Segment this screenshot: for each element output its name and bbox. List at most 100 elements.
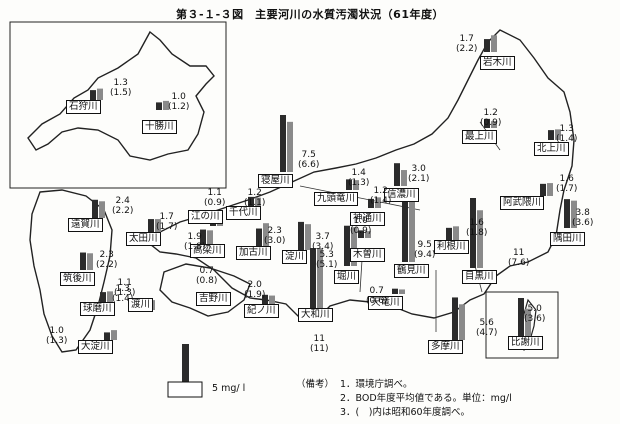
river-label-15: 高梁川 bbox=[190, 244, 225, 258]
river-label-29: 大和川 bbox=[298, 308, 333, 322]
bar-60-11 bbox=[305, 224, 311, 250]
bar-61-25 bbox=[104, 332, 110, 340]
value-60: (0.9) bbox=[350, 226, 372, 236]
value-60: (1.1) bbox=[244, 198, 266, 208]
bar-61-18 bbox=[344, 225, 350, 266]
value-61: 9.5 bbox=[417, 240, 432, 250]
value-61: 0.7 bbox=[199, 266, 214, 276]
bar-61-6 bbox=[280, 115, 286, 172]
river-value-5: 1.6(1.7) bbox=[556, 174, 577, 194]
value-61: 3.7 bbox=[315, 232, 330, 242]
scale-label: 5 mg/ l bbox=[212, 383, 246, 394]
bar-60-17 bbox=[365, 231, 371, 238]
value-61: 1.7 bbox=[159, 212, 174, 222]
river-label-9: 神通川 bbox=[350, 212, 385, 226]
value-61: 2.3 bbox=[99, 250, 114, 260]
value-61: 7.5 bbox=[301, 150, 316, 160]
value-60: (1.9) bbox=[244, 290, 266, 300]
value-60: (2.1) bbox=[408, 174, 430, 184]
bar-61-8 bbox=[394, 163, 400, 186]
bar-61-3 bbox=[484, 118, 490, 128]
river-label-26: 渡川 bbox=[128, 298, 154, 312]
bar-61-5 bbox=[540, 183, 546, 196]
river-value-31: 5.6(4.7) bbox=[476, 318, 497, 338]
value-60: (2.2) bbox=[456, 44, 478, 54]
bar-61-0 bbox=[484, 39, 490, 52]
value-60: (1.8) bbox=[466, 228, 488, 238]
bar-60-6 bbox=[287, 121, 293, 172]
bar-61-29 bbox=[310, 248, 316, 318]
river-label-21: 鶴見川 bbox=[394, 264, 429, 278]
value-61: 1.7 bbox=[459, 34, 474, 44]
river-value-27: 0.7(0.8) bbox=[196, 266, 217, 286]
bar-60-31 bbox=[459, 304, 465, 340]
bar-61-17 bbox=[358, 230, 364, 238]
bar-61-10 bbox=[248, 196, 254, 206]
okinawa-inset-frame bbox=[485, 291, 559, 359]
bar-61-14 bbox=[148, 219, 154, 232]
river-label-32: 比謝川 bbox=[508, 336, 543, 350]
value-60: (3.6) bbox=[524, 314, 546, 324]
bar-60-24 bbox=[107, 291, 113, 302]
river-label-28: 紀ノ川 bbox=[244, 304, 279, 318]
bar-61-20 bbox=[564, 199, 570, 228]
value-61: 1.2 bbox=[373, 186, 388, 196]
value-60: (9.4) bbox=[414, 250, 436, 260]
value-60: (1.4) bbox=[112, 294, 134, 304]
bar-61-31 bbox=[452, 297, 458, 340]
notes-header: （備考） bbox=[296, 379, 335, 390]
bar-60-20 bbox=[571, 200, 577, 228]
bar-60-9 bbox=[375, 197, 381, 208]
bar-60-21 bbox=[409, 192, 415, 262]
value-60: (6.6) bbox=[298, 160, 320, 170]
value-61: 1.4 bbox=[351, 168, 366, 178]
value-61: 1.6 bbox=[469, 218, 484, 228]
shikoku-outline bbox=[159, 263, 251, 317]
river-value-14: 1.7(1.7) bbox=[156, 212, 177, 232]
value-60: (2.2) bbox=[96, 260, 118, 270]
bar-60-22 bbox=[477, 210, 483, 268]
value-61: 1.3 bbox=[113, 78, 128, 88]
value-60: (2.2) bbox=[112, 206, 134, 216]
value-61: 1.2 bbox=[247, 188, 262, 198]
bar-60-1 bbox=[97, 88, 103, 100]
river-label-5: 阿武隈川 bbox=[500, 196, 545, 210]
value-60: (1.3) bbox=[46, 336, 68, 346]
value-60: (0.8) bbox=[196, 276, 218, 286]
value-61: 1.1 bbox=[207, 188, 222, 198]
river-label-1: 石狩川 bbox=[66, 100, 101, 114]
river-value-9: 1.2(1.4) bbox=[370, 186, 391, 206]
bar-60-28 bbox=[269, 295, 275, 310]
note-1: 1．環境庁調べ。 bbox=[340, 379, 413, 390]
river-label-25: 大淀川 bbox=[78, 340, 113, 354]
value-61: 11 bbox=[512, 248, 525, 258]
bar-61-16 bbox=[256, 228, 262, 246]
river-value-24: 1.3(1.4) bbox=[112, 284, 133, 304]
bar-61-4 bbox=[548, 130, 554, 140]
value-60: (1.7) bbox=[556, 184, 578, 194]
bar-60-14 bbox=[155, 219, 161, 232]
river-label-17: 木曽川 bbox=[350, 248, 385, 262]
value-60: (0.9) bbox=[480, 118, 502, 128]
river-label-6: 寝屋川 bbox=[258, 174, 293, 188]
river-value-13: 2.4(2.2) bbox=[112, 196, 133, 216]
value-60: (5.1) bbox=[316, 260, 338, 270]
value-61: 1.0 bbox=[49, 326, 64, 336]
river-label-31: 多摩川 bbox=[428, 340, 463, 354]
bar-61-21 bbox=[402, 192, 408, 262]
hokkaido-outline bbox=[27, 30, 215, 161]
river-label-10: 千代川 bbox=[226, 206, 261, 220]
river-label-24: 球磨川 bbox=[80, 302, 115, 316]
value-61: 2.3 bbox=[267, 226, 282, 236]
value-61: 1.0 bbox=[171, 92, 186, 102]
river-label-20: 隅田川 bbox=[550, 232, 585, 246]
bar-60-5 bbox=[547, 183, 553, 196]
value-60: (3.6) bbox=[572, 218, 594, 228]
value-60: (1.3) bbox=[348, 178, 370, 188]
value-61: 11 bbox=[313, 334, 325, 344]
value-61: 1.6 bbox=[559, 174, 574, 184]
river-label-2: 十勝川 bbox=[142, 120, 177, 134]
river-label-11: 淀川 bbox=[282, 250, 308, 264]
river-value-26: 1.1(1.3) bbox=[114, 278, 135, 298]
